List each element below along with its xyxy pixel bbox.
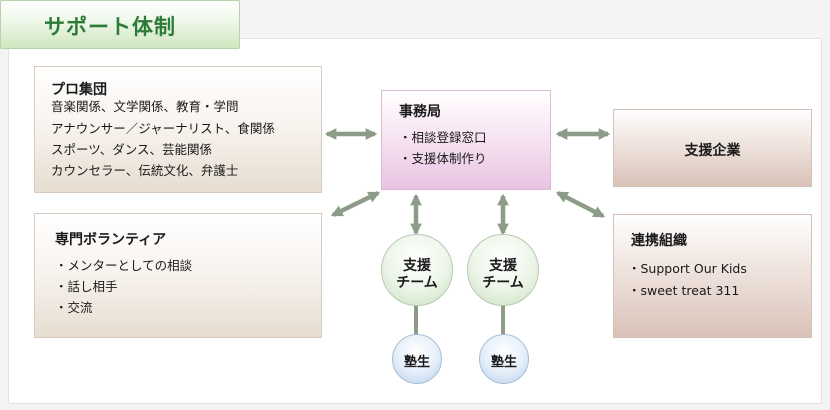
volunteer-item: ・交流	[55, 300, 93, 315]
office-heading: 事務局	[399, 104, 441, 120]
professional-line: 音楽関係、文学関係、教育・学問	[51, 99, 239, 114]
sponsor-heading: 支援企業	[684, 143, 741, 159]
volunteer-box: 専門ボランティア ・メンターとしての相談 ・話し相手 ・交流	[34, 213, 322, 338]
volunteer-heading: 専門ボランティア	[55, 232, 167, 248]
support-team-label: チーム	[396, 275, 438, 291]
partners-item: ・Support Our Kids	[628, 261, 747, 276]
support-team-label: 支援	[489, 258, 517, 274]
support-team-circle: 支援 チーム	[381, 234, 453, 306]
partners-item: ・sweet treat 311	[628, 283, 740, 298]
professional-line: スポーツ、ダンス、芸能関係	[51, 142, 213, 157]
student-circle: 塾生	[479, 334, 529, 384]
support-team-label: チーム	[482, 275, 524, 291]
sponsor-box: 支援企業	[613, 109, 812, 187]
arrow-volunteer-office	[330, 190, 381, 218]
volunteer-item: ・話し相手	[55, 279, 118, 294]
title-tab: サポート体制	[0, 0, 240, 49]
professional-line: カウンセラー、伝統文化、弁護士	[51, 163, 239, 178]
office-item: ・支援体制作り	[399, 151, 487, 166]
office-box: 事務局 ・相談登録窓口 ・支援体制作り	[381, 90, 551, 190]
support-team-circle: 支援 チーム	[467, 234, 539, 306]
office-item: ・相談登録窓口	[399, 130, 487, 145]
support-team-label: 支援	[403, 258, 431, 274]
student-label: 塾生	[490, 355, 517, 370]
volunteer-item: ・メンターとしての相談	[55, 258, 193, 273]
partners-box: 連携組織 ・Support Our Kids ・sweet treat 311	[613, 214, 812, 338]
professional-group-heading: プロ集団	[51, 82, 107, 98]
professional-line: アナウンサー／ジャーナリスト、食関係	[51, 121, 275, 136]
partners-heading: 連携組織	[631, 233, 687, 249]
student-label: 塾生	[403, 355, 430, 370]
professional-group-box: プロ集団 音楽関係、文学関係、教育・学問 アナウンサー／ジャーナリスト、食関係 …	[34, 66, 322, 193]
arrow-office-partners	[555, 190, 606, 219]
student-circle: 塾生	[392, 334, 442, 384]
page-title: サポート体制	[44, 15, 176, 39]
